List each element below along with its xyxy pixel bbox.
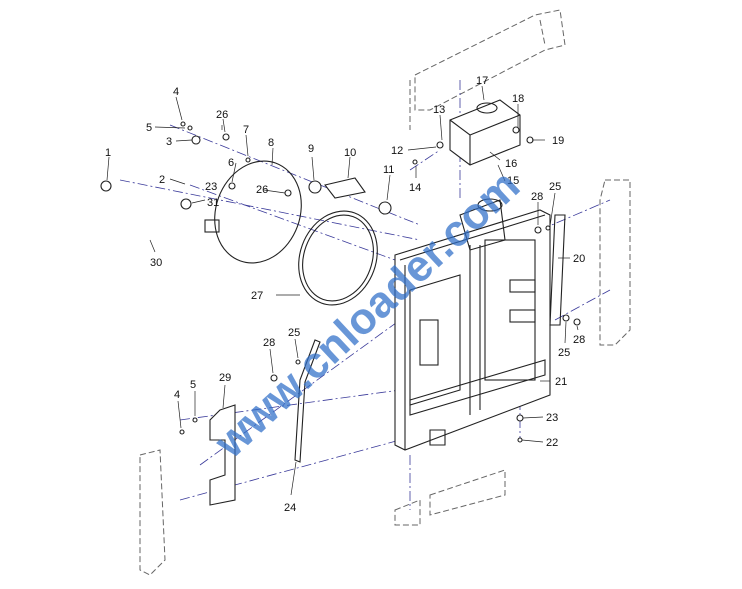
callout-5-bottom: 5 — [190, 379, 196, 391]
callout-4-bottom: 4 — [174, 389, 180, 401]
ghost-frame-top — [409, 9, 566, 130]
callout-19: 19 — [552, 135, 564, 147]
callout-11: 11 — [383, 164, 394, 176]
ring-27 — [298, 210, 378, 306]
callout-6: 6 — [228, 157, 234, 169]
ghost-frame-right — [599, 179, 631, 346]
callout-15: 15 — [507, 175, 519, 187]
callout-9: 9 — [308, 143, 314, 155]
callout-28-center: 28 — [263, 337, 275, 349]
callout-2: 2 — [159, 174, 165, 186]
callout-27: 27 — [251, 290, 263, 302]
callout-26-middle: 26 — [256, 184, 268, 196]
callout-25-right-bottom: 25 — [558, 347, 570, 359]
callout-30: 30 — [150, 257, 162, 269]
callout-8: 8 — [268, 137, 274, 149]
leader-lines — [106, 85, 579, 496]
callout-26-top: 26 — [216, 109, 228, 121]
callout-5-top: 5 — [146, 122, 152, 134]
hose-30 — [109, 183, 220, 243]
callout-22: 22 — [546, 437, 558, 449]
bracket-20 — [549, 214, 566, 326]
brace-24 — [294, 339, 321, 463]
callout-7: 7 — [243, 124, 249, 136]
callout-17: 17 — [476, 75, 488, 87]
hose-10 — [308, 177, 392, 215]
callout-23-left: 23 — [205, 181, 217, 193]
ghost-frame-left — [139, 449, 166, 576]
callout-29: 29 — [219, 372, 231, 384]
plate-29 — [209, 404, 236, 506]
callout-4-top: 4 — [173, 86, 179, 98]
callout-21: 21 — [555, 376, 567, 388]
callout-31: 31 — [207, 197, 219, 209]
callout-10: 10 — [344, 147, 356, 159]
callout-16: 16 — [505, 158, 517, 170]
callout-25-center: 25 — [288, 327, 300, 339]
expansion-tank — [449, 99, 521, 166]
ghost-frame-bottom — [394, 469, 506, 526]
callout-28-right-top: 28 — [531, 191, 543, 203]
callout-28-right-bottom: 28 — [573, 334, 585, 346]
callout-14: 14 — [409, 182, 421, 194]
hardware-parts — [100, 121, 581, 443]
callout-23-bottom: 23 — [546, 412, 558, 424]
radiator-assembly — [394, 198, 551, 451]
callout-18: 18 — [512, 93, 524, 105]
callout-3: 3 — [166, 136, 172, 148]
callout-20: 20 — [573, 253, 585, 265]
callout-labels: 1 2 3 4 4 5 5 6 7 8 9 10 11 12 13 14 15 … — [105, 75, 585, 514]
ring-8 — [214, 160, 302, 264]
callout-24: 24 — [284, 502, 296, 514]
callout-13: 13 — [433, 104, 445, 116]
callout-25-right-top: 25 — [549, 181, 561, 193]
callout-12: 12 — [391, 145, 403, 157]
callout-1: 1 — [105, 147, 111, 159]
